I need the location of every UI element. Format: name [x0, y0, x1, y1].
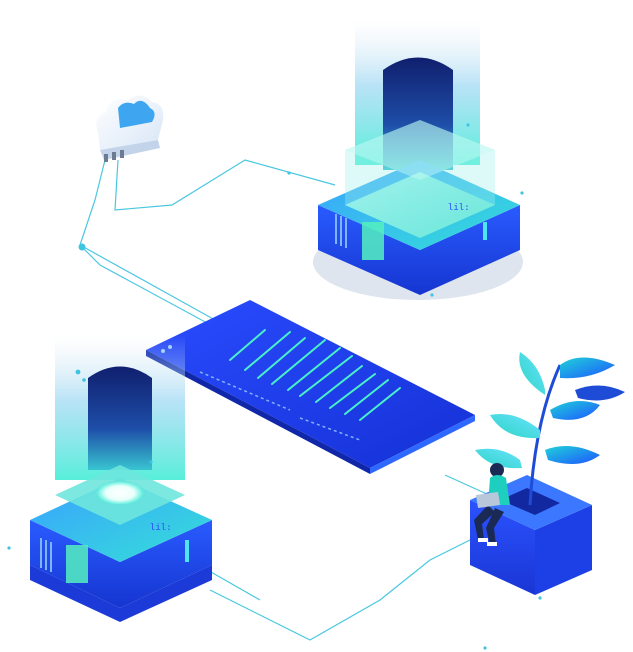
- code-lines: [229, 329, 401, 421]
- server-bottom: lil:: [30, 335, 212, 622]
- server-label: lil:: [150, 523, 172, 533]
- cloud-icon: [96, 95, 164, 162]
- server-tube: [383, 57, 453, 170]
- server-display: [66, 545, 88, 583]
- code-panel-icon: [146, 300, 475, 474]
- server-label: lil:: [448, 203, 470, 213]
- person-laptop-icon: [474, 463, 510, 546]
- status-light: [483, 222, 487, 240]
- code-lines-dim: [199, 371, 361, 441]
- server-top: lil:: [313, 20, 523, 300]
- glow-ring: [94, 480, 146, 506]
- server-tube: [88, 366, 152, 470]
- connection-node: [78, 243, 86, 251]
- particles: [7, 123, 542, 650]
- server-display: [362, 222, 384, 260]
- status-light: [185, 540, 189, 562]
